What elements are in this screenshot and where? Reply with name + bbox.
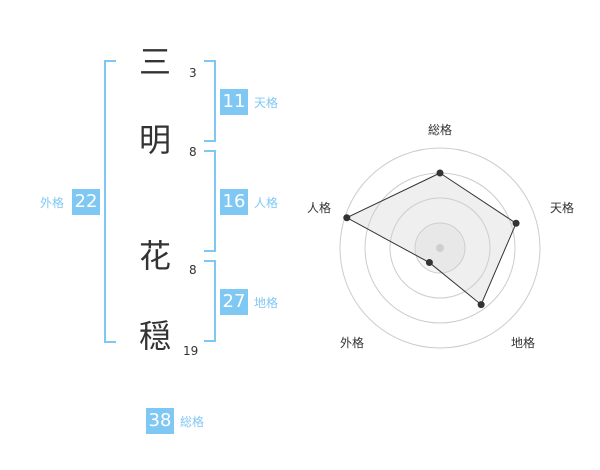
jinkaku-bracket (204, 150, 216, 252)
radar-label-jinkaku: 人格 (307, 201, 332, 215)
name-char-4: 穏 (138, 317, 171, 355)
radar-point-soukaku (436, 169, 444, 177)
gaikaku-label: 外格 (40, 196, 65, 210)
stroke-count-3: 8 (189, 263, 197, 277)
gaikaku-value: 22 (72, 189, 100, 215)
stroke-count-1: 3 (189, 66, 197, 80)
tenkaku-value: 11 (220, 89, 248, 115)
stroke-count-2: 8 (189, 145, 197, 159)
stroke-count-4: 19 (183, 344, 199, 358)
soukaku-label: 総格 (180, 415, 205, 429)
radar-grid-ring (389, 197, 491, 299)
chikaku-value: 27 (220, 289, 248, 315)
radar-point-chikaku (477, 301, 485, 309)
radar-center-dot (436, 244, 444, 252)
soukaku-value: 38 (146, 408, 174, 434)
name-char-3: 花 (138, 237, 171, 275)
radar-points (343, 169, 520, 309)
chikaku-label: 地格 (254, 296, 279, 310)
radar-chart (339, 147, 541, 349)
tenkaku-bracket (204, 60, 216, 142)
radar-polygon (345, 172, 517, 306)
radar-grid-ring (339, 147, 541, 349)
radar-label-soukaku: 総格 (428, 123, 453, 137)
gaikaku-bracket (104, 60, 116, 343)
radar-label-chikaku: 地格 (511, 336, 536, 350)
radar-label-tenkaku: 天格 (550, 201, 575, 215)
name-char-1: 三 (138, 43, 171, 81)
jinkaku-label: 人格 (254, 196, 279, 210)
chikaku-bracket (204, 260, 216, 342)
name-char-2: 明 (138, 121, 171, 159)
radar-label-gaikaku: 外格 (340, 336, 365, 350)
jinkaku-value: 16 (220, 189, 248, 215)
tenkaku-label: 天格 (254, 96, 279, 110)
radar-point-tenkaku (512, 219, 520, 227)
radar-point-jinkaku (343, 214, 351, 222)
radar-point-gaikaku (425, 259, 433, 267)
